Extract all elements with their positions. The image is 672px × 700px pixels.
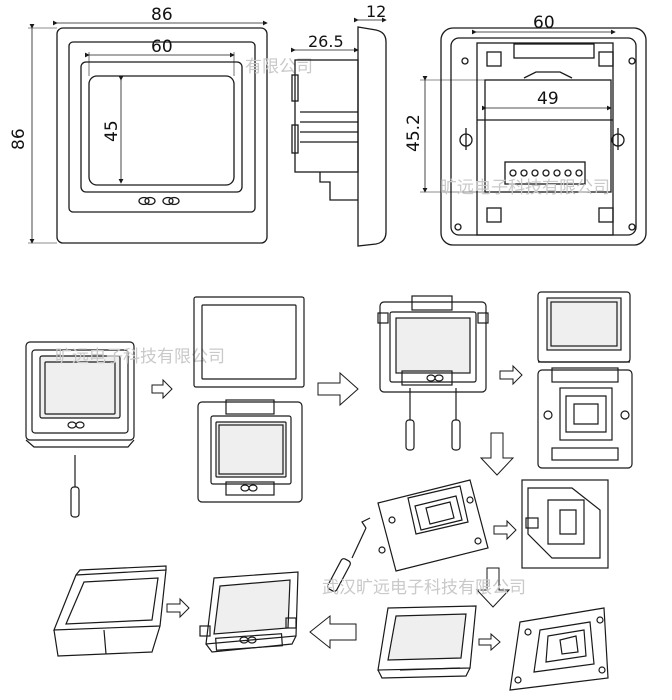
keyhole-right: [611, 128, 625, 150]
front-touch-buttons: [138, 196, 180, 206]
step-arrow-3: [499, 364, 523, 386]
screwdriver-2a: [405, 419, 415, 451]
front-view: [28, 20, 268, 244]
front-inner-frame: [68, 41, 256, 213]
back-outer-frame: [440, 27, 647, 246]
side-body: [294, 59, 359, 173]
step2-mount-plate: [197, 401, 303, 503]
step6-closeup: [521, 479, 609, 569]
terminal-block: [504, 161, 586, 185]
screwdriver-2b: [451, 419, 461, 451]
step-arrow-5: [493, 519, 517, 541]
back-inner-frame: [450, 37, 637, 236]
front-screen: [88, 75, 235, 186]
step-arrow-7: [478, 632, 501, 652]
side-front-panel: [357, 26, 387, 247]
step5-back-plate: [377, 479, 489, 572]
step-arrow-1: [151, 378, 173, 400]
watermark-top: 有限公司: [245, 57, 313, 77]
dim-back-mount-height: 45.2: [404, 114, 424, 152]
front-screen-bezel: [80, 61, 243, 193]
step3-screen-bezel: [389, 311, 477, 383]
back-module: [484, 79, 612, 193]
step-arrow-8: [309, 614, 357, 650]
watermark-back: 旷远电子科技有限公司: [440, 178, 610, 198]
step10-frame-cover: [53, 565, 167, 657]
step4-back-plate: [537, 369, 633, 469]
step1-screen: [39, 355, 121, 419]
step8-front-module: [377, 605, 477, 679]
step2-screen: [215, 421, 287, 478]
back-mount-plate: [476, 42, 614, 236]
keyhole-left: [459, 128, 473, 150]
watermark-bottom: 武汉旷远电子科技有限公司: [322, 578, 526, 598]
dim-back-module-width: 49: [537, 89, 559, 109]
front-outer-frame: [56, 27, 268, 244]
screwdriver-1: [70, 455, 80, 518]
screwdriver-3: [327, 558, 351, 592]
watermark-step1: 旷远电子科技有限公司: [55, 347, 225, 367]
step2-frame-cover: [193, 296, 305, 388]
step3-screen: [395, 317, 471, 374]
dim-side-depth-back: 26.5: [308, 32, 344, 51]
step5-wiring: [327, 479, 489, 592]
dim-side-depth-front: 12: [366, 2, 386, 21]
step1-assembled-thermostat: [25, 341, 135, 448]
step4-separated: [537, 291, 633, 469]
dim-screen-width: 60: [151, 37, 173, 57]
step-arrow-9: [166, 597, 190, 619]
side-view: [291, 17, 387, 247]
step4-screen: [546, 297, 622, 351]
step3-prying: [377, 295, 489, 451]
step9-assembly: [199, 571, 299, 653]
back-view: [420, 27, 647, 246]
dim-front-width: 86: [151, 5, 173, 25]
step8-screen: [387, 613, 467, 661]
step-arrow-4: [479, 432, 515, 476]
step7-mounted-plate: [509, 607, 609, 691]
dim-front-height: 86: [9, 128, 29, 150]
dim-screen-height: 45: [102, 120, 122, 142]
step2-disassembly: [193, 296, 305, 503]
step-arrow-2: [317, 371, 359, 407]
step-arrow-6: [475, 567, 511, 608]
dim-back-mount-width: 60: [533, 13, 555, 33]
